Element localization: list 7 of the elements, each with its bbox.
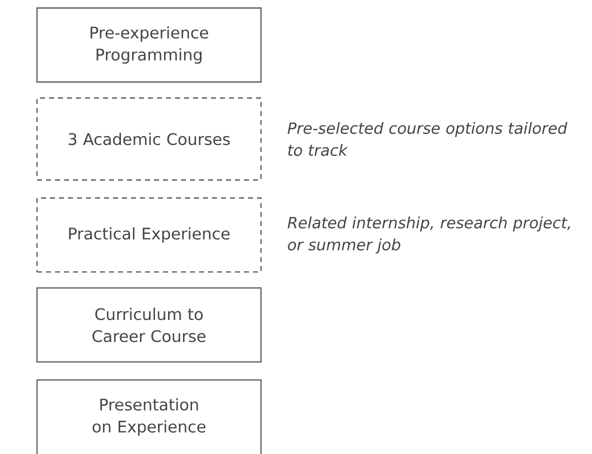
process-box: Presentation on Experience xyxy=(36,379,262,454)
side-note: Related internship, research project, or summer job xyxy=(288,216,570,254)
process-box: 3 Academic Courses xyxy=(36,97,262,181)
process-box: Pre-experience Programming xyxy=(36,7,262,83)
process-box: Curriculum to Career Course xyxy=(36,287,262,363)
process-box: Practical Experience xyxy=(36,197,262,273)
side-note: Pre-selected course options tailored to track xyxy=(288,122,568,156)
